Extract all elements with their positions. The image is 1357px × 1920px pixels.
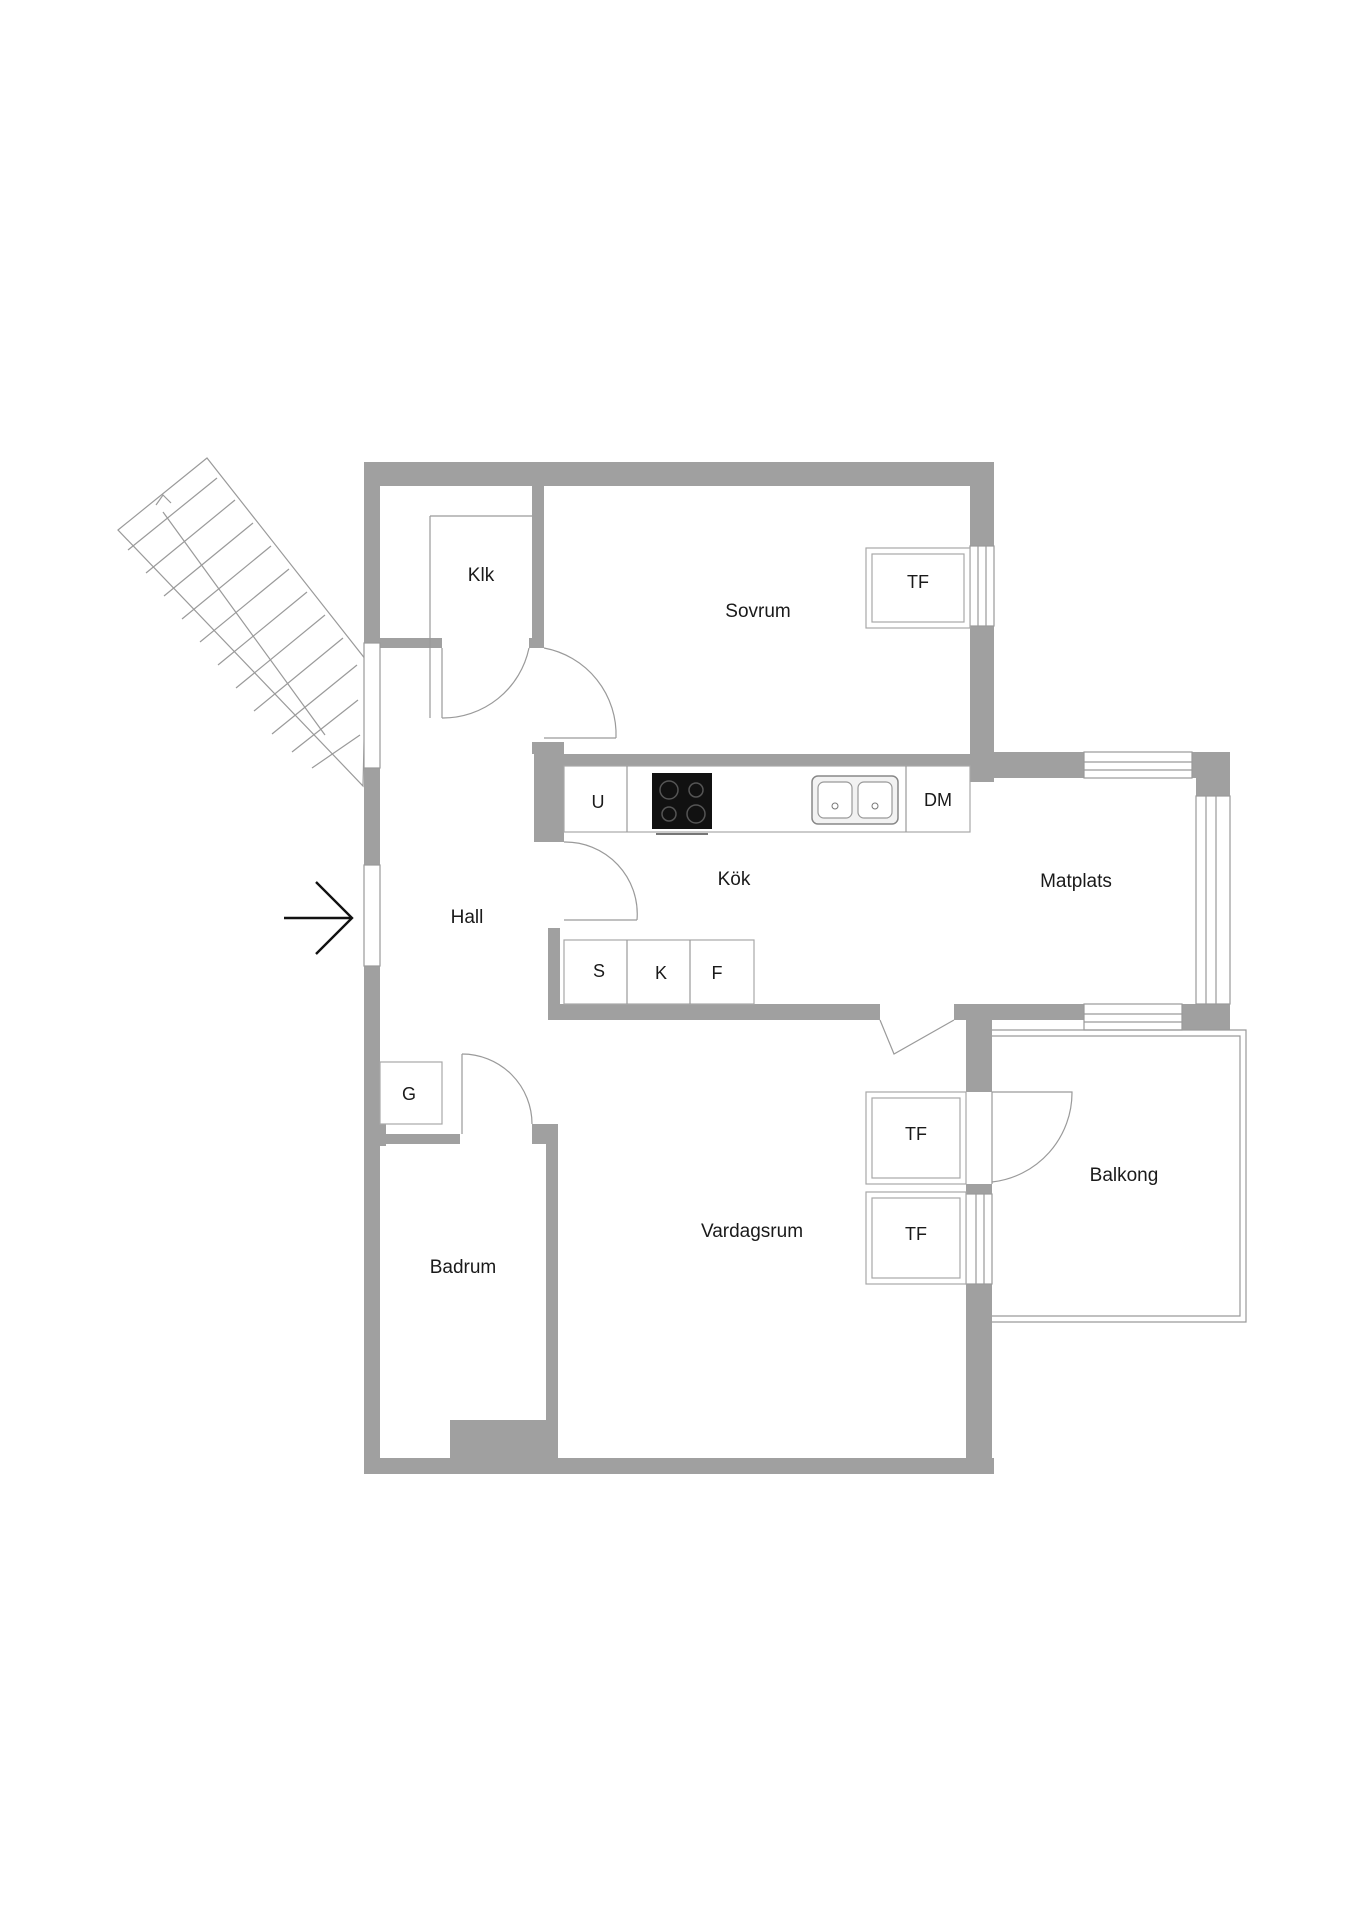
room-label-vardagsrum: Vardagsrum (701, 1221, 803, 1242)
windows (363, 545, 1231, 1285)
fixture-label-tf: TF (905, 1124, 927, 1144)
stairs-icon (117, 457, 367, 788)
room-label-sovrum: Sovrum (725, 601, 790, 622)
room-label-badrum: Badrum (430, 1257, 497, 1278)
walls (364, 462, 1230, 1474)
fixture-label-tf: TF (905, 1224, 927, 1244)
room-label-hall: Hall (451, 907, 484, 928)
room-label-balkong: Balkong (1090, 1165, 1159, 1186)
fixture-label-k: K (655, 963, 667, 983)
balcony-outline (992, 1029, 1247, 1323)
fixture-label-u: U (592, 792, 605, 812)
room-label-klk: Klk (468, 565, 495, 586)
fixture-label-g: G (402, 1084, 416, 1104)
stove-icon (652, 773, 712, 835)
kitchen-counter (563, 765, 971, 1005)
entrance-arrow-icon (284, 881, 354, 955)
fixture-label-tf: TF (907, 572, 929, 592)
fixture-label-dm: DM (924, 790, 952, 810)
door-swings (429, 515, 1073, 1184)
room-label-kok: Kök (718, 869, 751, 890)
fixtures (379, 547, 971, 1285)
fixture-label-f: F (712, 963, 723, 983)
room-label-matplats: Matplats (1040, 871, 1112, 892)
fixture-label-s: S (593, 961, 605, 981)
sink-icon (811, 775, 899, 825)
